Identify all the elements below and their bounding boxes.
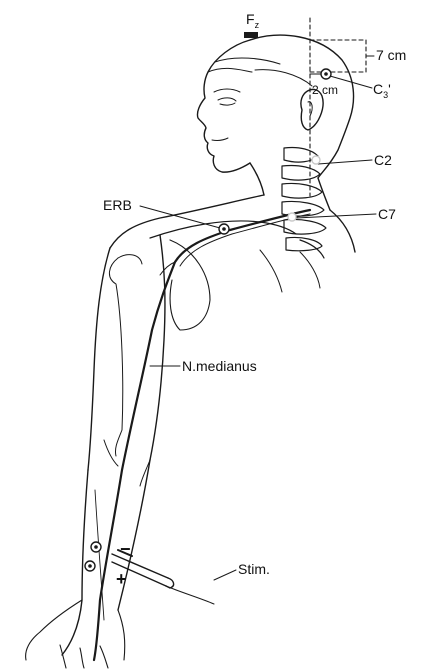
scapula <box>170 240 210 330</box>
c2-electrode <box>312 156 320 164</box>
hand <box>26 600 125 668</box>
upper-arm <box>88 248 110 470</box>
forearm <box>62 470 88 655</box>
c7-electrode <box>288 213 296 221</box>
label-c3: C3' <box>373 82 391 100</box>
label-2cm: 2 cm <box>312 84 338 96</box>
label-stim: Stim. <box>238 562 270 576</box>
mouth <box>212 138 228 140</box>
humerus <box>109 258 122 456</box>
eyebrow <box>214 89 240 92</box>
stim-leader <box>214 570 236 580</box>
label-erb: ERB <box>103 198 132 212</box>
label-nerve: N.medianus <box>182 359 257 373</box>
label-c2: C2 <box>374 153 392 167</box>
c2-leader <box>318 160 372 164</box>
eye <box>218 98 236 105</box>
label-stim-plus: + <box>116 570 127 588</box>
label-7cm: 7 cm <box>376 48 406 62</box>
fz-electrode <box>244 32 258 38</box>
label-stim-minus: − <box>120 540 131 558</box>
label-fz: Fz <box>246 12 259 30</box>
label-c7: C7 <box>378 207 396 221</box>
hair <box>208 58 312 86</box>
erb-leader <box>140 206 220 228</box>
neck <box>250 163 330 210</box>
